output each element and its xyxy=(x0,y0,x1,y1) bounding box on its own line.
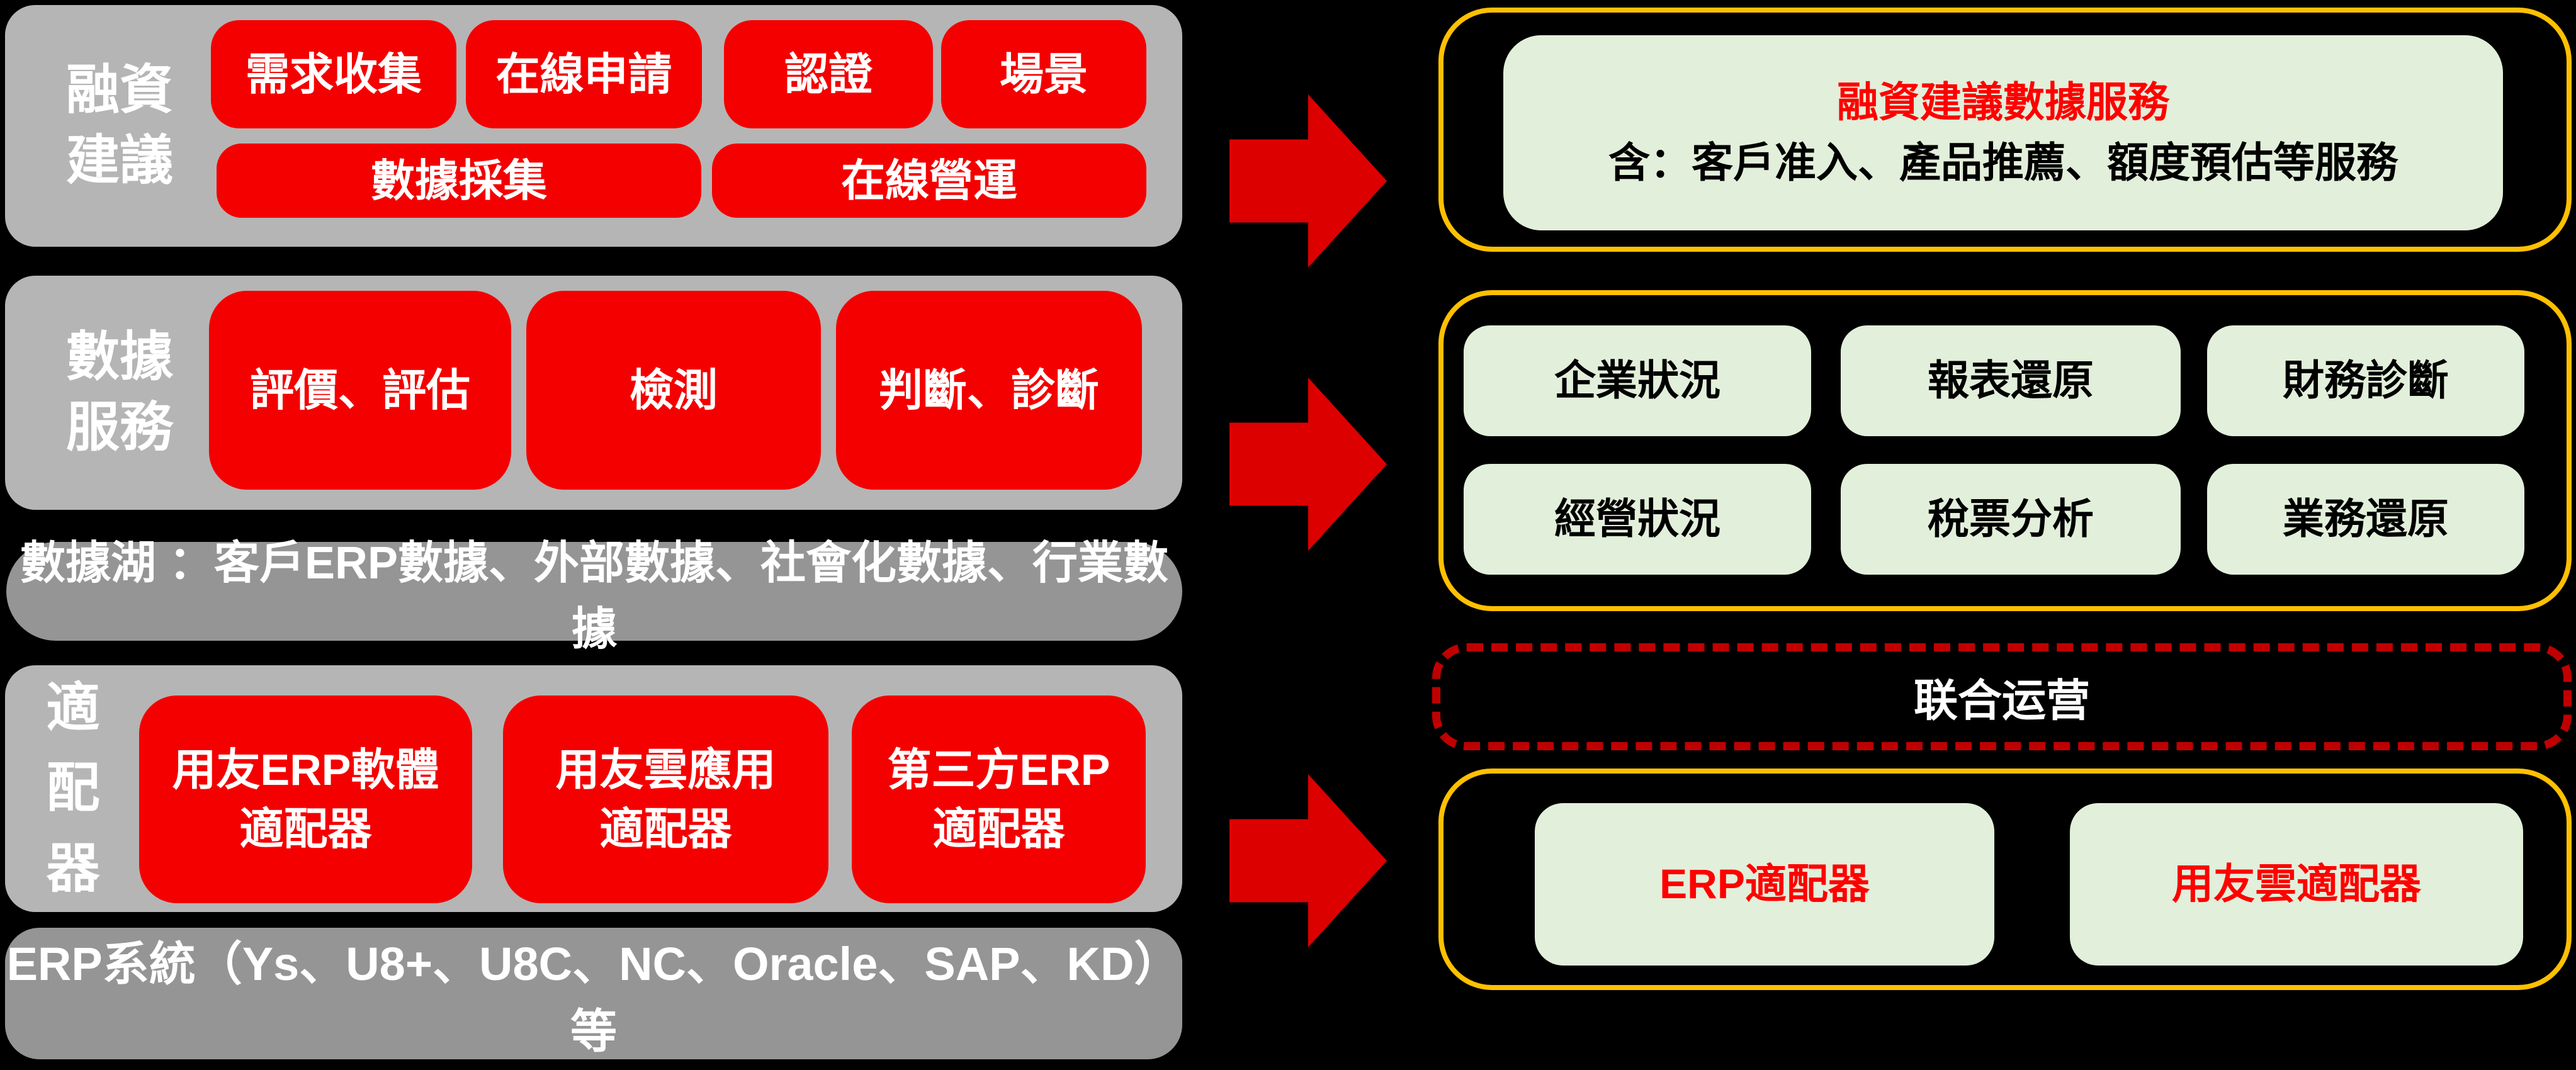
analysis-services-container: 企業狀況 報表還原 財務診斷 經營狀況 稅票分析 業務還原 xyxy=(1438,290,2572,611)
financing-advice-panel-label: 融資建議 xyxy=(65,60,173,191)
arrow-right-icon xyxy=(1229,378,1387,551)
adapter-box-yonyou-cloud: 用友雲應用 適配器 xyxy=(503,696,828,903)
adapter-box-yonyou-cloud-line2: 適配器 xyxy=(599,804,732,853)
data-services-panel: 數據服務 評價、評估 檢測 判斷、診斷 xyxy=(5,276,1182,510)
finance-data-service-subtitle: 含：客戶准入、產品推薦、額度預估等服務 xyxy=(1608,139,2398,186)
output-box-yonyou-cloud-adapter: 用友雲適配器 xyxy=(2070,803,2523,966)
analysis-box-report-restoration: 報表還原 xyxy=(1841,325,2181,436)
adapter-box-yonyou-cloud-line1: 用友雲應用 xyxy=(555,745,776,794)
finance-data-service-card: 融資建議數據服務 含：客戶准入、產品推薦、額度預估等服務 xyxy=(1503,35,2503,230)
adapter-box-yonyou-erp-line1: 用友ERP軟體 xyxy=(172,745,439,794)
financing-box-scenario: 場景 xyxy=(941,20,1146,128)
arrow-right-icon xyxy=(1229,774,1387,947)
output-box-erp-adapter: ERP適配器 xyxy=(1535,803,1994,966)
financing-box-data-collection: 數據採集 xyxy=(217,144,701,218)
financing-advice-panel: 融資建議 需求收集 在線申請 認證 場景 數據採集 在線營運 xyxy=(5,5,1182,247)
adapters-panel: 適配器 用友ERP軟體 適配器 用友雲應用 適配器 第三方ERP 適配器 xyxy=(5,665,1182,912)
analysis-box-operating-status: 經營狀況 xyxy=(1464,464,1811,575)
erp-systems-bar: ERP系統（Ys、U8+、U8C、NC、Oracle、SAP、KD）等 xyxy=(5,928,1182,1059)
analysis-box-business-restoration: 業務還原 xyxy=(2207,464,2524,575)
adapter-box-third-party-erp-line2: 適配器 xyxy=(932,804,1065,853)
adapters-output-container: ERP適配器 用友雲適配器 xyxy=(1438,769,2572,990)
adapter-box-third-party-erp: 第三方ERP 適配器 xyxy=(852,696,1146,903)
finance-data-service-title: 融資建議數據服務 xyxy=(1837,79,2169,126)
financing-box-certification: 認證 xyxy=(724,20,933,128)
analysis-box-enterprise-status: 企業狀況 xyxy=(1464,325,1811,436)
adapter-box-yonyou-erp: 用友ERP軟體 適配器 xyxy=(139,696,472,903)
adapter-box-third-party-erp-line1: 第三方ERP xyxy=(887,745,1110,794)
joint-operation-box: 联合运营 xyxy=(1432,643,2572,750)
data-services-panel-label: 數據服務 xyxy=(65,327,173,458)
financing-box-demand-collection: 需求收集 xyxy=(211,20,456,128)
data-services-box-detection: 檢測 xyxy=(526,291,821,490)
adapters-panel-label: 適配器 xyxy=(46,678,100,899)
analysis-box-tax-invoice-analysis: 稅票分析 xyxy=(1841,464,2181,575)
adapter-box-yonyou-erp-line2: 適配器 xyxy=(239,804,372,853)
analysis-box-financial-diagnosis: 財務診斷 xyxy=(2207,325,2524,436)
arrow-right-icon xyxy=(1229,94,1387,268)
data-services-box-evaluation: 評價、評估 xyxy=(209,291,511,490)
financing-box-online-operation: 在線營運 xyxy=(712,144,1146,218)
data-lake-bar: 數據湖 ：客戶ERP數據、外部數據、社會化數據、行業數據 xyxy=(6,538,1182,655)
finance-data-service-container: 融資建議數據服務 含：客戶准入、產品推薦、額度預估等服務 xyxy=(1438,8,2572,252)
data-services-box-judgement-diagnosis: 判斷、診斷 xyxy=(836,291,1142,490)
financing-box-online-application: 在線申請 xyxy=(466,20,702,128)
